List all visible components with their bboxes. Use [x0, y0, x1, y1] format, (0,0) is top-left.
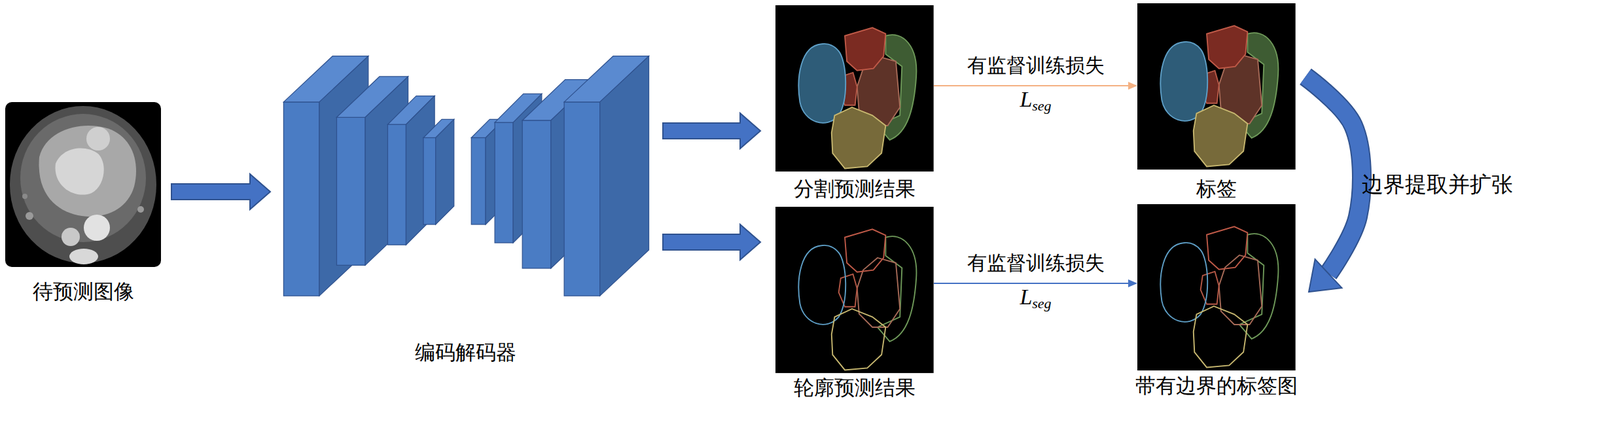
math-base: L [1019, 284, 1032, 309]
curved-arrow-body [1305, 76, 1362, 274]
loss-arrow-line [933, 85, 1129, 87]
label-image [1137, 3, 1296, 170]
encoder-decoder-blocks [283, 56, 649, 296]
loss-symbol: Lseg [967, 82, 1105, 124]
heart-region [39, 125, 137, 217]
connector [662, 113, 761, 149]
block-front [283, 102, 320, 296]
encoder-decoder-node: 编码解码器 [283, 56, 648, 366]
boundary-label-node: 带有边界的标签图 [1137, 204, 1296, 399]
connector [1305, 76, 1362, 292]
lung-detail [22, 193, 28, 199]
block-arrow [662, 113, 761, 149]
block-arrow [171, 174, 271, 210]
arrow-head [1308, 259, 1342, 292]
node-label: 标签 [1196, 175, 1237, 202]
loss-name: 有监督训练损失 [967, 48, 1105, 83]
node-label: 分割预测结果 [793, 175, 916, 202]
block-front [522, 120, 552, 269]
block-side [365, 76, 408, 266]
body-section [9, 106, 157, 264]
lung-detail [25, 212, 34, 220]
arrow-head [1128, 81, 1138, 90]
block-front [471, 137, 486, 225]
segmentation-image [775, 5, 934, 172]
connector [933, 279, 1138, 288]
descending-aorta [83, 214, 110, 241]
segmentation-node: 分割预测结果 [775, 5, 934, 202]
math-base: L [1019, 87, 1032, 112]
block-side [319, 56, 369, 296]
edge-label: 有监督训练损失 Lseg [967, 246, 1105, 321]
math-subscript: seg [1031, 97, 1051, 114]
math-symbol: Lseg [1019, 87, 1051, 112]
node-label: 轮廓预测结果 [793, 374, 916, 401]
contour-node: 轮廓预测结果 [775, 206, 934, 401]
connector [171, 174, 271, 210]
edge-label: 有监督训练损失 Lseg [967, 48, 1105, 124]
math-symbol: Lseg [1019, 284, 1051, 309]
block-front [336, 117, 366, 266]
node-label: 编码解码器 [414, 338, 517, 366]
arrow-head [1128, 279, 1138, 288]
connector [662, 224, 761, 260]
connector [933, 81, 1138, 90]
ct-image [5, 102, 161, 267]
boundary-label-image [1137, 204, 1296, 371]
block-side [600, 56, 650, 296]
image-background [5, 102, 161, 267]
contour-image [775, 206, 934, 374]
loss-arrow-line [933, 282, 1129, 285]
block-front [387, 124, 406, 245]
spine [69, 248, 99, 265]
block-arrow [662, 224, 761, 260]
block-front [564, 102, 601, 296]
block-front [423, 137, 436, 225]
lung-detail [137, 206, 144, 213]
node-label: 带有边界的标签图 [1135, 372, 1298, 399]
loss-name: 有监督训练损失 [967, 246, 1105, 281]
block-side [435, 119, 455, 225]
chest-cavity [20, 113, 146, 243]
aorta [86, 126, 110, 151]
math-subscript: seg [1031, 295, 1051, 312]
loss-symbol: Lseg [967, 280, 1105, 321]
node-label: 待预测图像 [32, 278, 135, 305]
label-node: 标签 [1137, 3, 1296, 202]
curved-arrow-outline [1305, 76, 1362, 274]
edge-label: 边界提取并扩张 [1361, 170, 1513, 199]
heart-chamber [55, 148, 105, 196]
input-image-node: 待预测图像 [5, 102, 161, 305]
block-front [494, 122, 514, 243]
vessel [61, 227, 80, 247]
